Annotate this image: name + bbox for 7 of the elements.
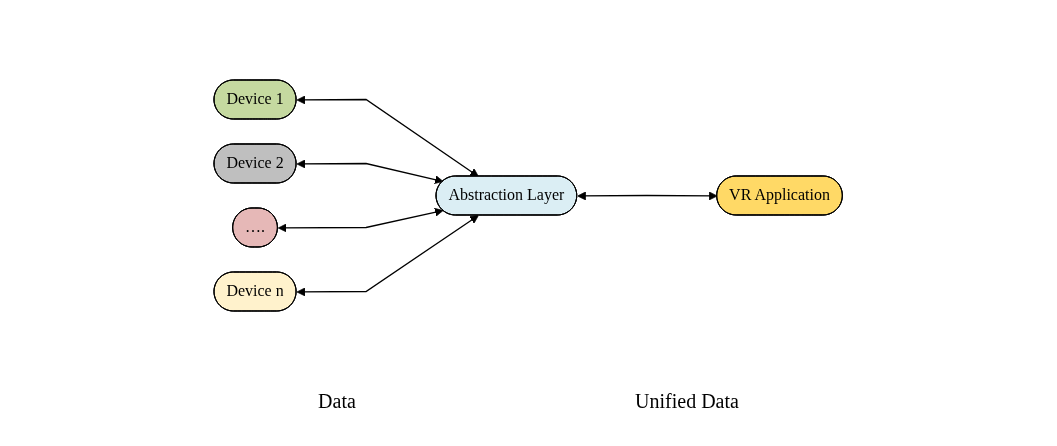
section-label: Unified Data [635, 390, 739, 413]
arrow [278, 207, 444, 232]
arrow [296, 159, 444, 184]
arrow [296, 95, 480, 177]
arrow [296, 214, 480, 296]
arrow [577, 191, 718, 200]
section-label: Data [318, 390, 356, 413]
